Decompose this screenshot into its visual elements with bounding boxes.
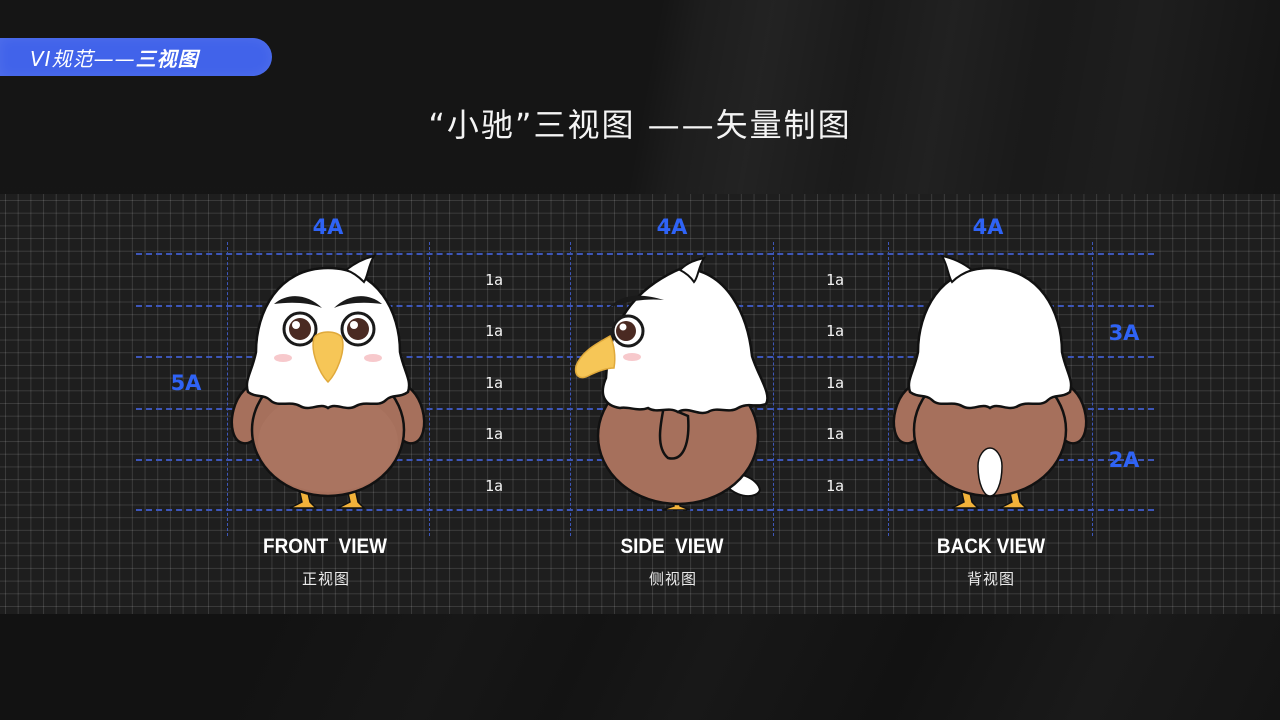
guide-line-v1 xyxy=(227,242,228,536)
page-title: “小驰”三视图 ——矢量制图 xyxy=(428,106,852,144)
guide-line-v5 xyxy=(888,242,889,536)
dimension-back-width: 4A xyxy=(972,215,1004,239)
row-label: 1a xyxy=(825,322,845,340)
row-label: 1a xyxy=(825,477,845,495)
dimension-total-height: 5A xyxy=(170,371,202,395)
dimension-side-width: 4A xyxy=(656,215,688,239)
row-label: 1a xyxy=(484,477,504,495)
front-view-label-cn: 正视图 xyxy=(301,570,351,588)
guide-line-v2 xyxy=(429,242,430,536)
guide-line-h1 xyxy=(136,253,1154,255)
badge-emphasis: 三视图 xyxy=(135,46,199,71)
badge-text: VI规范——三视图 xyxy=(30,43,199,72)
row-label: 1a xyxy=(484,271,504,289)
section-badge: VI规范——三视图 xyxy=(0,38,272,76)
row-label: 1a xyxy=(484,322,504,340)
side-view-label-cn: 侧视图 xyxy=(648,570,698,588)
back-view-label: BACK VIEW xyxy=(936,535,1046,558)
row-label: 1a xyxy=(484,374,504,392)
guide-line-v3 xyxy=(570,242,571,536)
dimension-head-height: 3A xyxy=(1108,321,1140,345)
guide-line-v4 xyxy=(773,242,774,536)
row-label: 1a xyxy=(825,425,845,443)
eagle-side-view-illustration xyxy=(574,256,769,511)
guide-line-v6 xyxy=(1092,242,1093,536)
row-label: 1a xyxy=(484,425,504,443)
dimension-front-width: 4A xyxy=(312,215,344,239)
back-view-label-cn: 背视图 xyxy=(966,570,1016,588)
side-view-label: SIDE VIEW xyxy=(620,535,724,558)
dimension-body-height: 2A xyxy=(1108,448,1140,472)
row-label: 1a xyxy=(825,374,845,392)
row-label: 1a xyxy=(825,271,845,289)
background-bottom xyxy=(0,614,1280,720)
guide-line-h6 xyxy=(136,509,1154,511)
front-view-label: FRONT VIEW xyxy=(263,535,387,558)
eagle-front-view-illustration xyxy=(230,254,426,509)
badge-prefix: VI规范—— xyxy=(30,46,136,71)
eagle-back-view-illustration xyxy=(892,254,1088,509)
